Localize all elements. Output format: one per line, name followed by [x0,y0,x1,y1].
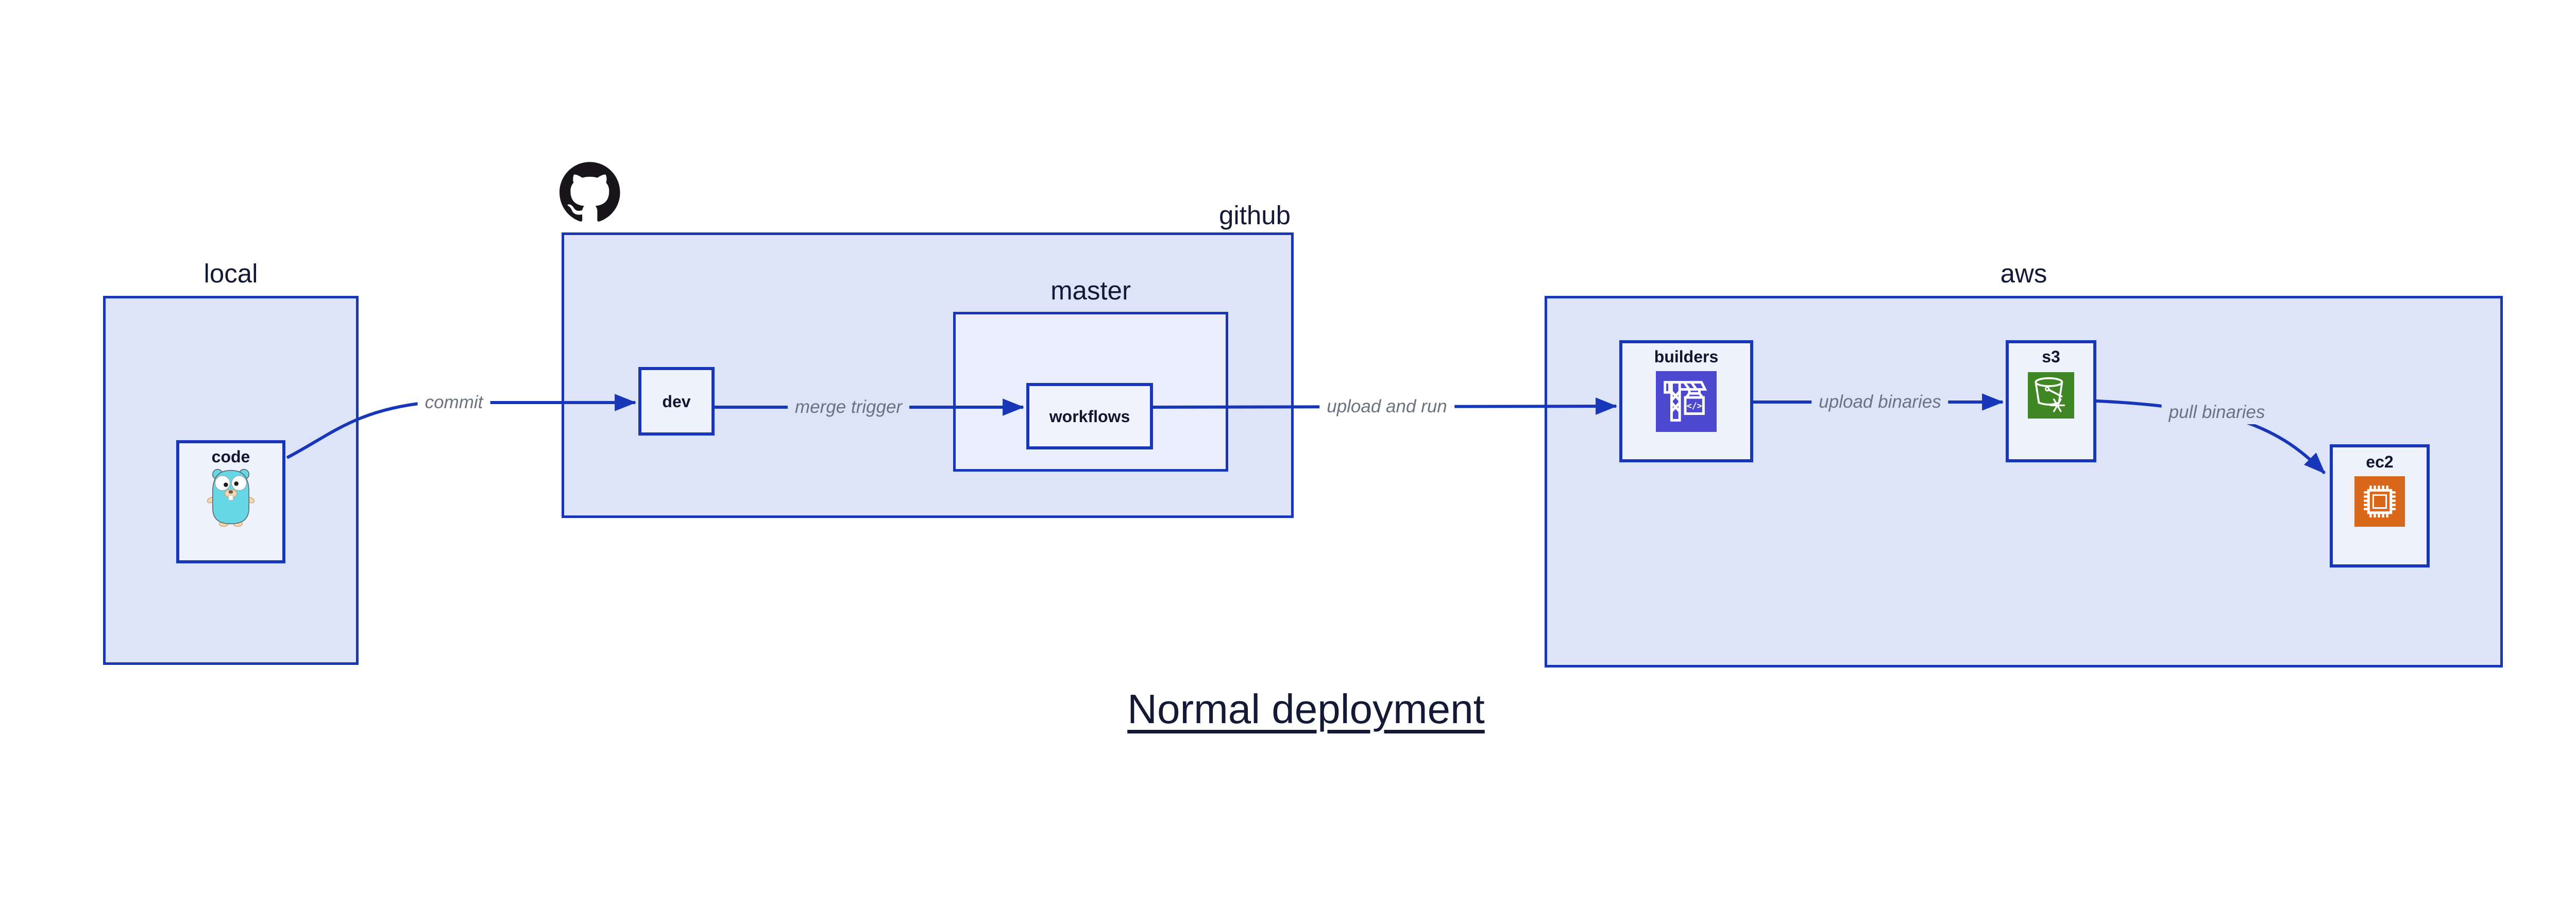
aws-codebuild-icon: </> [1656,371,1717,435]
s3-node-label: s3 [2042,347,2060,366]
merge-trigger-edge-label: merge trigger [787,395,910,419]
pull-binaries-edge-label: pull binaries [2161,400,2273,424]
aws-group-label: aws [2000,259,2047,288]
workflows-node-label: workflows [1049,407,1130,426]
aws-ec2-icon [2354,476,2405,529]
github-octocat-icon [560,162,620,224]
s3-node: s3 [2006,340,2096,462]
go-gopher-icon [206,467,256,530]
code-node-label: code [211,447,250,466]
builders-node-label: builders [1654,347,1719,366]
aws-s3-glacier-icon [2028,372,2074,421]
master-group-label: master [1050,276,1131,305]
github-group-label: github [1219,201,1291,230]
local-group-label: local [204,259,258,288]
commit-edge-label: commit [417,391,490,414]
code-node: code [176,440,285,563]
dev-node-label: dev [662,392,691,411]
svg-text:</>: </> [1687,400,1702,411]
upload-binaries-edge-label: upload binaries [1811,390,1948,414]
workflows-node: workflows [1026,383,1153,449]
ec2-node-label: ec2 [2366,453,2394,471]
builders-node: builders </> [1619,340,1753,462]
dev-node: dev [638,367,715,436]
diagram-title: Normal deployment [1127,686,1485,732]
ec2-node: ec2 [2330,444,2430,567]
upload-and-run-edge-label: upload and run [1319,395,1454,419]
